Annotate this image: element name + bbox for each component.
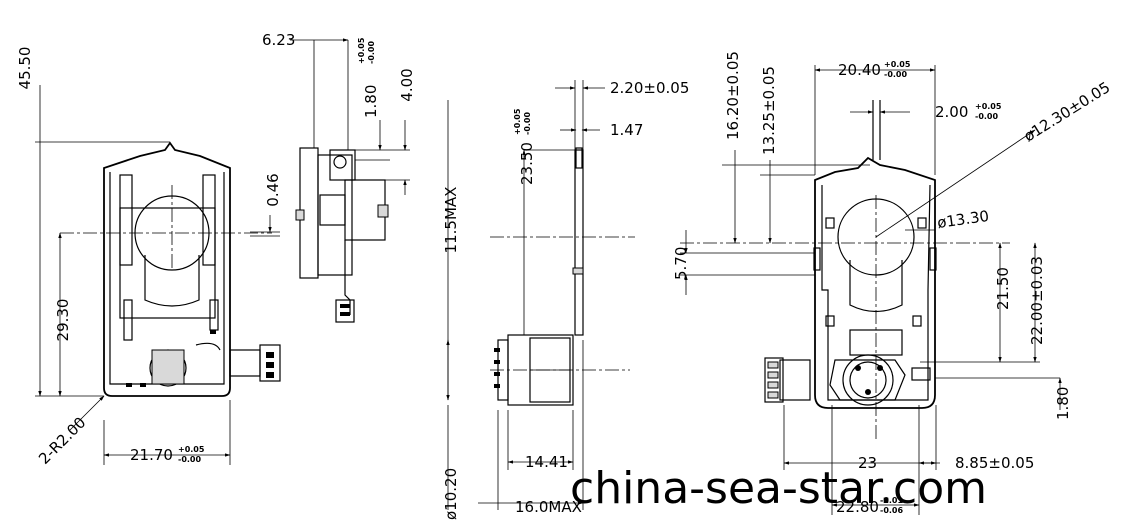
dim-rear-w3: 22.80: [836, 498, 879, 516]
dim-rear-h3: 21.50: [994, 267, 1012, 310]
dim-rear-tab-tol-minus: -0.00: [975, 112, 998, 121]
rear-view: [680, 100, 1010, 440]
dim-corner-radius: 2-R2.00: [35, 414, 89, 468]
dim-bore-dia: ø12.30±0.05: [1021, 78, 1114, 145]
dim-side-top-tol-plus: +0.05: [357, 37, 366, 64]
dim-side-offset: 6.23: [262, 31, 295, 49]
dim-rear-top-tol-minus: -0.00: [884, 70, 907, 79]
dim-side-height-tol-plus: +0.05: [513, 108, 522, 135]
dim-side-height-tol-minus: -0.00: [523, 112, 532, 135]
dim-motor-dia: ø10.20: [442, 468, 460, 520]
dim-rear-w2: 8.85±0.05: [955, 454, 1034, 472]
dim-rear-h2: 13.25±0.05: [760, 66, 778, 155]
dim-rear-h1: 16.20±0.05: [724, 51, 742, 140]
dim-side-4: 4.00: [398, 68, 416, 101]
dim-slot-h: 5.70: [672, 247, 690, 280]
dim-shaft-offset: 0.46: [264, 173, 282, 206]
dim-max-height: 11.5MAX: [442, 187, 460, 254]
dim-rear-w3-tol-minus: -0.06: [880, 506, 903, 515]
side-view-small: [295, 147, 389, 323]
dim-front-width-tol-minus: -0.00: [178, 455, 201, 464]
dim-side-top-tol-minus: -0.00: [367, 41, 376, 64]
dim-rear-top: 20.40: [838, 61, 881, 79]
dim-side-height: 23.50: [518, 142, 536, 185]
dim-max-len: 16.0MAX: [515, 498, 582, 516]
dim-total-height: 45.50: [16, 47, 34, 90]
dim-side-top: 1.80: [362, 85, 380, 118]
watermark-text: china-sea-star.com: [570, 463, 987, 514]
dim-motor-len: 14.41: [525, 453, 568, 471]
dim-rear-h4: 22.00±0.03: [1028, 256, 1046, 345]
dim-tip-width: 2.20±0.05: [610, 79, 689, 97]
front-view: [60, 141, 281, 397]
dim-hub-dia: ø13.30: [936, 207, 990, 232]
dim-rear-tab: 2.00: [935, 103, 968, 121]
side-view-center: [490, 147, 635, 406]
dim-rear-w3-tol-plus: -0.01: [880, 496, 903, 505]
dim-tip-step: 1.47: [610, 121, 643, 139]
dim-front-width-tol-plus: +0.05: [178, 445, 205, 454]
dim-rear-bot: 1.80: [1054, 387, 1072, 420]
dim-center-height: 29.30: [54, 299, 72, 342]
dim-front-width: 21.70: [130, 446, 173, 464]
dim-rear-w1: 23: [858, 454, 877, 472]
dim-rear-tab-tol-plus: +0.05: [975, 102, 1002, 111]
dim-rear-top-tol-plus: +0.05: [884, 60, 911, 69]
